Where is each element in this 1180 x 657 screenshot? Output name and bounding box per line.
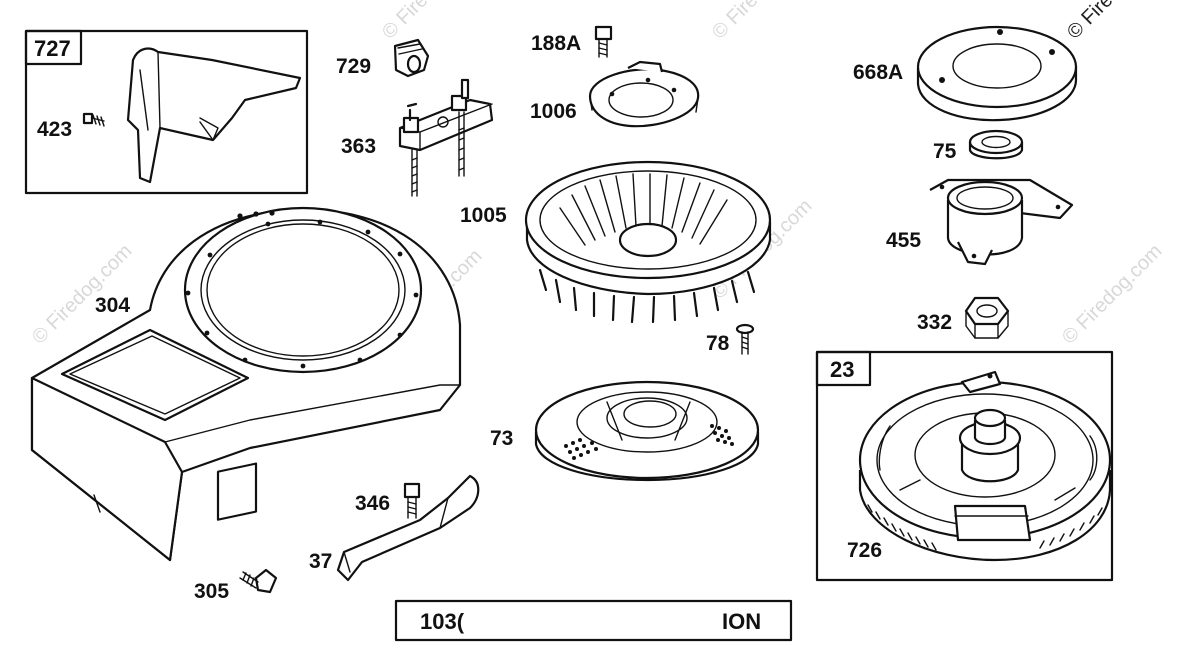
part-label-75: 75 (933, 140, 957, 163)
screw-78-icon (735, 323, 755, 355)
fan-1005-icon (524, 160, 772, 324)
cover-plate-668a-icon (916, 25, 1078, 122)
box-23: 23 (815, 350, 1114, 582)
part-label-668a: 668A (853, 61, 903, 84)
blower-housing-304-icon (30, 206, 462, 562)
part-label-73: 73 (490, 427, 513, 450)
screw-188a-icon (594, 25, 613, 58)
bolt-346-icon (403, 482, 421, 519)
caption-text: 103( (420, 609, 465, 634)
part-label-729: 729 (336, 55, 371, 78)
part-label-305: 305 (194, 580, 229, 603)
part-label-726: 726 (847, 539, 882, 562)
part-label-1005: 1005 (460, 204, 507, 227)
stud-bracket-363-icon (398, 78, 494, 197)
watermark: © Firedog.com (1058, 240, 1167, 349)
part-label-455: 455 (886, 229, 921, 252)
part-label-332: 332 (917, 311, 952, 334)
bolt-305-icon (239, 568, 278, 594)
part-label-304: 304 (95, 294, 130, 317)
baffle-37-icon (336, 474, 480, 582)
caption-redaction (468, 606, 708, 634)
part-label-363: 363 (341, 135, 376, 158)
grommet-729-icon (393, 38, 430, 78)
box-727: 727 423 (24, 29, 309, 195)
screen-73-icon (534, 380, 760, 482)
cup-455-icon (929, 178, 1074, 266)
box-label-23: 23 (830, 357, 854, 382)
part-label-37: 37 (309, 550, 332, 573)
part-label-188a: 188A (531, 32, 581, 55)
watermark: © Firedog.com (378, 0, 487, 44)
copyright-mark: © Fire (1063, 0, 1117, 44)
bolt-423-icon (82, 112, 105, 127)
part-label-78: 78 (706, 332, 730, 355)
nut-332-icon (964, 296, 1010, 339)
watermark: © Firedog.com (708, 0, 817, 44)
washer-75-icon (968, 129, 1024, 160)
box-label-727: 727 (34, 36, 71, 61)
caption-bar: 103( ION (394, 599, 793, 642)
caption-text-end: ION (722, 609, 761, 634)
ring-1006-icon (588, 60, 700, 128)
part-label-346: 346 (355, 492, 390, 515)
part-label-423: 423 (37, 118, 72, 141)
part-label-1006: 1006 (530, 100, 577, 123)
